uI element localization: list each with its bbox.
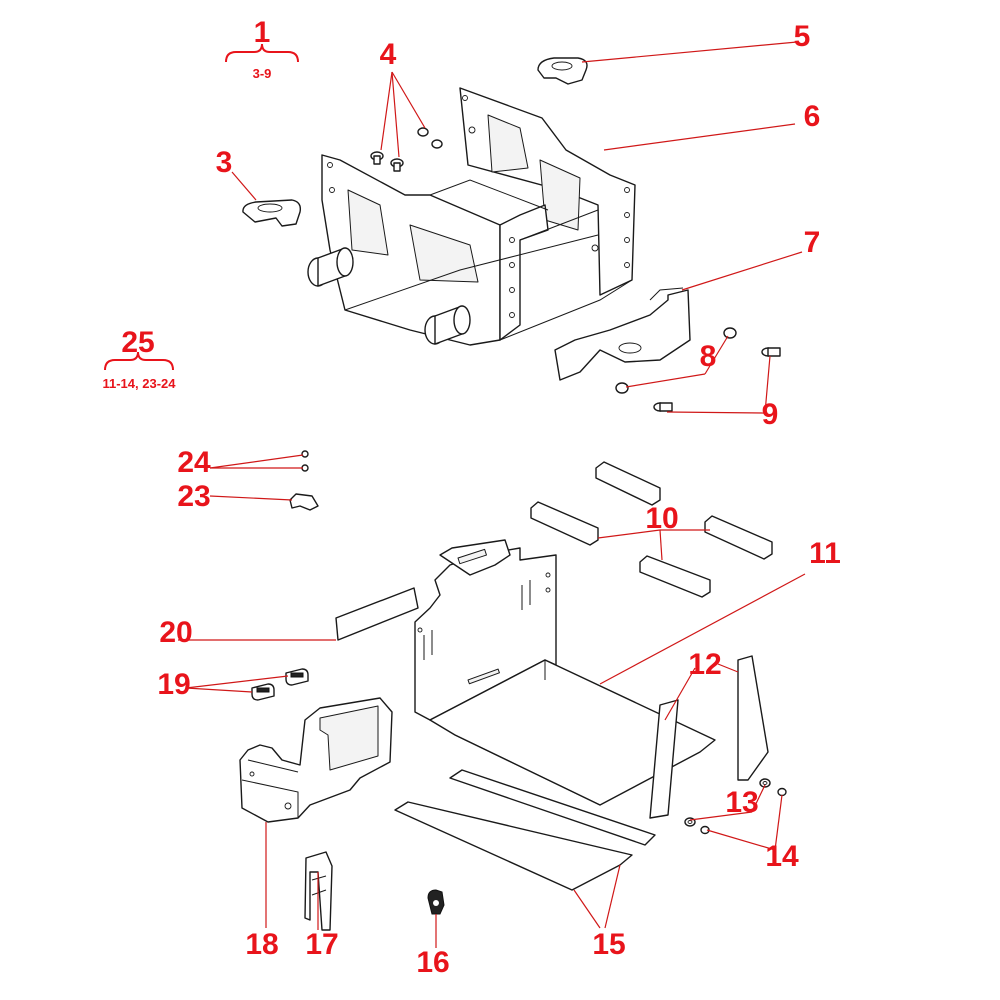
strips-part-15 xyxy=(394,769,656,891)
callout-23: 23 xyxy=(177,480,210,513)
callout-17: 17 xyxy=(305,928,338,961)
fasteners-part-8-9 xyxy=(615,327,781,412)
callout-25-range: 11-14, 23-24 xyxy=(102,376,176,391)
brace-25 xyxy=(104,351,174,371)
bracket-part-7 xyxy=(554,287,691,381)
callout-25: 25 xyxy=(121,326,154,359)
clip-part-16 xyxy=(427,889,445,915)
mount-part-5 xyxy=(537,57,588,85)
callout-labels: 1 3-9 3 4 5 6 7 8 9 10 11 12 13 14 15 16… xyxy=(102,16,840,979)
brackets-part-12 xyxy=(649,655,769,819)
brace-1 xyxy=(225,43,299,63)
callout-4: 4 xyxy=(380,38,397,71)
callout-16: 16 xyxy=(416,946,449,979)
bracket-part-17 xyxy=(304,851,333,931)
housing-part-18 xyxy=(239,697,393,823)
callout-3: 3 xyxy=(216,146,233,179)
callout-24: 24 xyxy=(177,446,211,479)
callout-13: 13 xyxy=(725,786,758,819)
mount-part-3 xyxy=(242,199,302,227)
callout-15: 15 xyxy=(592,928,625,961)
callout-14: 14 xyxy=(765,840,799,873)
tray-part-11 xyxy=(414,539,716,806)
callout-1: 1 xyxy=(254,16,271,49)
leader-lines xyxy=(178,41,806,948)
rails-part-10 xyxy=(530,461,773,598)
callout-18: 18 xyxy=(245,928,278,961)
pad-part-20 xyxy=(335,587,419,641)
callout-7: 7 xyxy=(804,226,821,259)
callout-19: 19 xyxy=(157,668,190,701)
clip-part-23 xyxy=(289,493,319,511)
callout-1-range: 3-9 xyxy=(253,66,272,81)
callout-20: 20 xyxy=(159,616,192,649)
callout-11: 11 xyxy=(809,537,841,570)
bolts-part-4 xyxy=(370,127,443,172)
callout-5: 5 xyxy=(794,20,811,53)
callout-10: 10 xyxy=(645,502,678,535)
callout-6: 6 xyxy=(804,100,821,133)
grommets-part-19 xyxy=(251,668,309,701)
callout-9: 9 xyxy=(762,398,779,431)
washers-part-13-14 xyxy=(684,778,787,835)
callout-12: 12 xyxy=(688,648,721,681)
main-frame-part xyxy=(307,87,636,346)
callout-8: 8 xyxy=(700,340,717,373)
